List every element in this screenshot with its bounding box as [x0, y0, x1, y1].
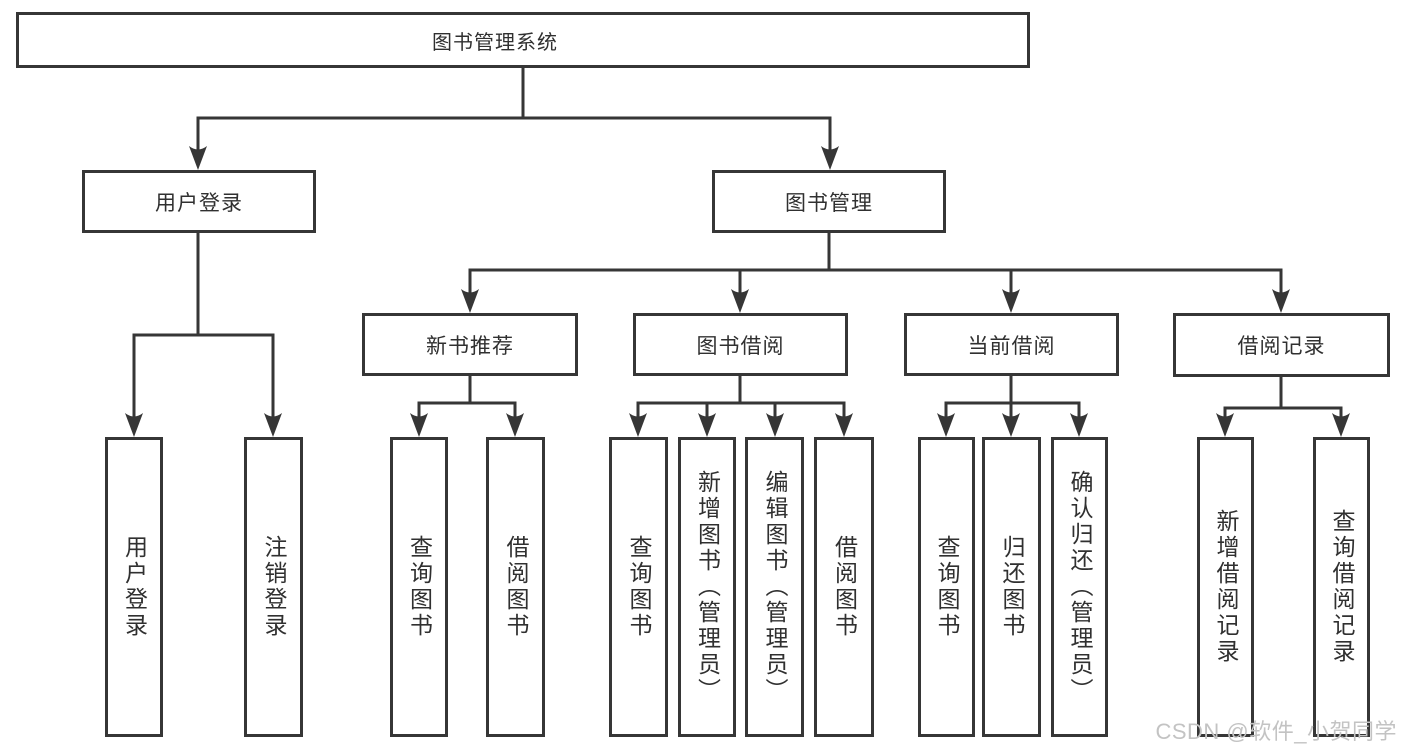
leaf-borrow-add-book-admin-label: 新增图书（管理员）	[694, 470, 721, 704]
leaf-records-add-record-label: 新增借阅记录	[1213, 509, 1239, 665]
leaf-recommend-query-book: 查询图书	[390, 437, 448, 737]
leaf-current-return-book-label: 归还图书	[999, 535, 1025, 639]
leaf-logout-label: 注销登录	[261, 535, 287, 639]
node-borrow-records-label: 借阅记录	[1237, 335, 1326, 358]
leaf-borrow-query-book-label: 查询图书	[626, 535, 652, 639]
csdn-watermark: CSDN @软件_小贺同学	[1155, 719, 1397, 744]
node-book-management-label: 图书管理	[785, 191, 873, 215]
leaf-current-query-book: 查询图书	[918, 437, 975, 737]
leaf-user-login-label: 用户登录	[121, 535, 148, 639]
node-current-borrow-label: 当前借阅	[967, 334, 1056, 358]
leaf-records-query-record-label: 查询借阅记录	[1329, 509, 1355, 665]
node-book-borrow-label: 图书借阅	[696, 334, 785, 358]
leaf-logout: 注销登录	[244, 437, 303, 737]
leaf-current-return-book: 归还图书	[982, 437, 1041, 737]
leaf-borrow-edit-book-admin: 编辑图书（管理员）	[745, 437, 804, 737]
leaf-records-query-record: 查询借阅记录	[1313, 437, 1370, 737]
leaf-records-add-record: 新增借阅记录	[1197, 437, 1254, 737]
node-user-login: 用户登录	[82, 170, 316, 233]
leaf-borrow-borrow-book-label: 借阅图书	[831, 535, 858, 639]
node-book-borrow: 图书借阅	[633, 313, 848, 376]
node-new-book-recommend: 新书推荐	[362, 313, 578, 376]
leaf-user-login: 用户登录	[105, 437, 163, 737]
leaf-borrow-add-book-admin: 新增图书（管理员）	[678, 437, 736, 737]
leaf-borrow-borrow-book: 借阅图书	[814, 437, 874, 737]
leaf-recommend-borrow-book-label: 借阅图书	[503, 535, 529, 639]
node-user-login-label: 用户登录	[155, 191, 243, 215]
leaf-current-confirm-return-admin-label: 确认归还（管理员）	[1067, 470, 1093, 704]
node-new-book-recommend-label: 新书推荐	[426, 334, 514, 358]
node-book-management: 图书管理	[712, 170, 946, 233]
leaf-borrow-query-book: 查询图书	[609, 437, 668, 737]
leaf-recommend-borrow-book: 借阅图书	[486, 437, 545, 737]
node-root-system-label: 图书管理系统	[432, 31, 558, 54]
leaf-current-confirm-return-admin: 确认归还（管理员）	[1051, 437, 1108, 737]
node-root-system: 图书管理系统	[16, 12, 1030, 68]
leaf-current-query-book-label: 查询图书	[934, 535, 960, 639]
node-borrow-records: 借阅记录	[1173, 313, 1390, 377]
leaf-borrow-edit-book-admin-label: 编辑图书（管理员）	[762, 470, 788, 704]
node-current-borrow: 当前借阅	[904, 313, 1119, 376]
leaf-recommend-query-book-label: 查询图书	[406, 535, 433, 639]
